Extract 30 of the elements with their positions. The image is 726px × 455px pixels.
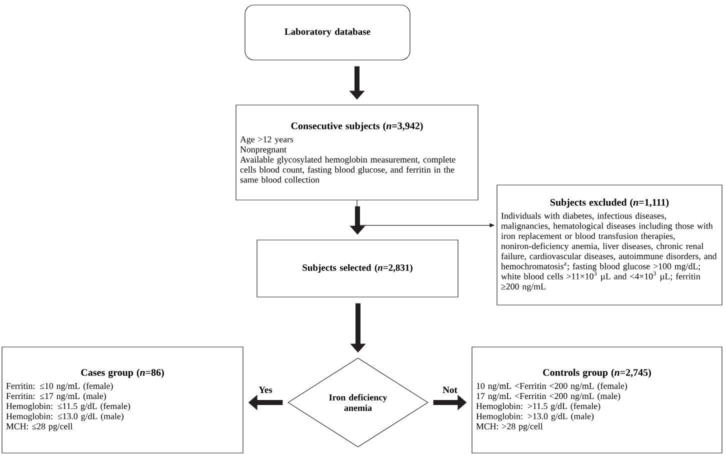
edge-label: Yes <box>258 386 272 394</box>
process-box <box>496 184 722 306</box>
box-title: Consecutive subjects (n=3,942) <box>291 122 423 132</box>
start-box <box>244 4 410 60</box>
box-title: Controls group (n=2,745) <box>543 368 651 378</box>
box-title: Cases group (n=86) <box>81 368 164 378</box>
process-box <box>256 240 458 298</box>
criteria-text: 17 ng/mL <Ferritin <200 ng/mL (male) <box>476 392 620 401</box>
process-box <box>236 104 478 200</box>
criteria-text: Hemoglobin: ≤13.0 g/dL (male) <box>6 412 124 422</box>
criteria-text: Ferritin: ≤10 ng/mL (female) <box>6 382 113 391</box>
criteria-text: Hemoglobin: ≤11.5 g/dL (female) <box>6 402 130 411</box>
criteria-text: Nonpregnant <box>240 146 286 154</box>
decision-text: Iron deficiency anemia <box>329 394 388 411</box>
criteria-text: Individuals with diabetes, infectious diseases, malignancies, hematological diseases including those with iron replacement or blood transfusion therapies, noniron-deficiency anemia, liver diseases, chronic renal failure, cardiovascular diseases, autoimmune disorders, and hemochromatosis$^{a}$; fasting blood glucose >100 mg/dL; white blood cells >11×10$^{3}$ µL and <4×10$^{3}$ µL; ferritin ≥200 ng/mL <box>501 212 717 292</box>
process-box <box>472 346 722 454</box>
box-title: Subjects excluded (n=1,111) <box>550 198 669 208</box>
criteria-text: 10 ng/mL <Ferritin <200 ng/mL (female) <box>476 382 628 391</box>
decision-diamond <box>288 358 428 448</box>
criteria-text: Available glycosylated hemoglobin measurement, complete cells blood count, fasting blood glucose, and ferritin in the same blood collection <box>240 156 456 183</box>
criteria-text: Ferritin: ≤17 ng/mL (male) <box>6 392 106 401</box>
box-title: Subjects selected (n=2,831) <box>302 264 412 273</box>
criteria-text: MCH: >28 pg/cell <box>476 423 543 432</box>
box-title: Laboratory database <box>284 28 370 37</box>
edge-label: Not <box>442 386 458 394</box>
criteria-text: Age >12 years <box>240 136 294 144</box>
process-box <box>2 346 244 454</box>
criteria-text: MCH: ≤28 pg/cell <box>6 423 72 432</box>
criteria-text: Hemoglobin: >11.5 g/dL (female) <box>476 402 600 411</box>
criteria-text: Hemoglobin: >13.0 g/dL (male) <box>476 412 594 422</box>
